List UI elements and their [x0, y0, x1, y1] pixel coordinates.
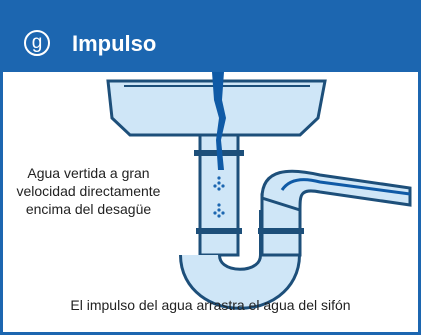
caption: El impulso del agua arrastra el agua del…: [70, 297, 351, 313]
annotation-line: encima del desagüe: [25, 201, 152, 217]
annotation-line: velocidad directamente: [16, 183, 161, 199]
title: Impulso: [72, 31, 157, 56]
annotation-line: Agua vertida a gran: [27, 165, 150, 181]
down-arrow-dots-icon: [213, 176, 225, 218]
step-badge: g: [24, 30, 50, 56]
water-stream: [212, 72, 226, 170]
left-annotation: Agua vertida a gran velocidad directamen…: [0, 164, 177, 218]
header-bar: g Impulso: [0, 0, 421, 72]
